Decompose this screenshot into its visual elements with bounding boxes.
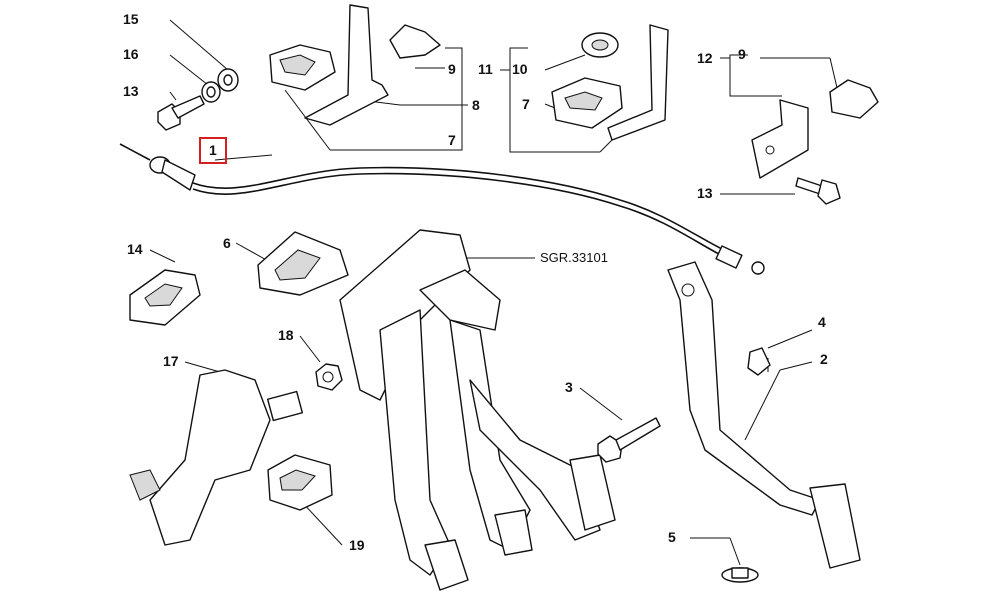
callout-10: 10 [512, 61, 528, 77]
callout-7: 7 [448, 132, 456, 148]
part-7-clip-upper-left [269, 44, 336, 91]
callout-7: 7 [522, 96, 530, 112]
callout-13: 13 [697, 185, 713, 201]
callout-3: 3 [565, 379, 573, 395]
part-18-nut [315, 363, 343, 391]
callout-9: 9 [448, 61, 456, 77]
callout-2: 2 [820, 351, 828, 367]
pedal-box-assembly [339, 229, 616, 591]
callout-18: 18 [278, 327, 294, 343]
callout-13: 13 [123, 83, 139, 99]
callout-15: 15 [123, 11, 139, 27]
callout-11: 11 [478, 61, 493, 77]
callout-19: 19 [349, 537, 365, 553]
part-2-pedal [667, 261, 861, 569]
callout-12: 12 [697, 50, 713, 66]
part-11-bracket [607, 24, 669, 141]
part-8-bracket [304, 4, 389, 126]
part-7-clip-middle [551, 77, 623, 129]
part-12-bracket [751, 99, 809, 179]
callout-14: 14 [127, 241, 143, 257]
part-5-bump-stop [721, 567, 759, 583]
part-4-clip [747, 347, 771, 376]
callout-5: 5 [668, 529, 676, 545]
callout-4: 4 [818, 314, 826, 330]
part-9-clip-upper [389, 24, 441, 59]
callout-8: 8 [472, 97, 480, 113]
callout-17: 17 [163, 353, 179, 369]
part-16-washer [201, 81, 221, 103]
drawing-code: SGR.33101 [540, 250, 608, 265]
callout-1-highlighted: 1 [199, 137, 227, 164]
part-13-bolt-right [795, 177, 841, 205]
part-17-bracket [129, 369, 304, 546]
part-14-clip [129, 269, 201, 326]
part-15-washer [217, 68, 239, 92]
callout-6: 6 [223, 235, 231, 251]
callout-9: 9 [738, 46, 746, 62]
part-9-clip-right [829, 79, 879, 119]
part-6-clip [257, 231, 349, 296]
part-10-clip [581, 32, 619, 58]
part-1-clutch-cable [119, 143, 765, 275]
callout-16: 16 [123, 46, 139, 62]
part-13-bolt [157, 95, 205, 131]
part-19-clip [267, 454, 333, 511]
part-3-bolt [597, 417, 661, 463]
